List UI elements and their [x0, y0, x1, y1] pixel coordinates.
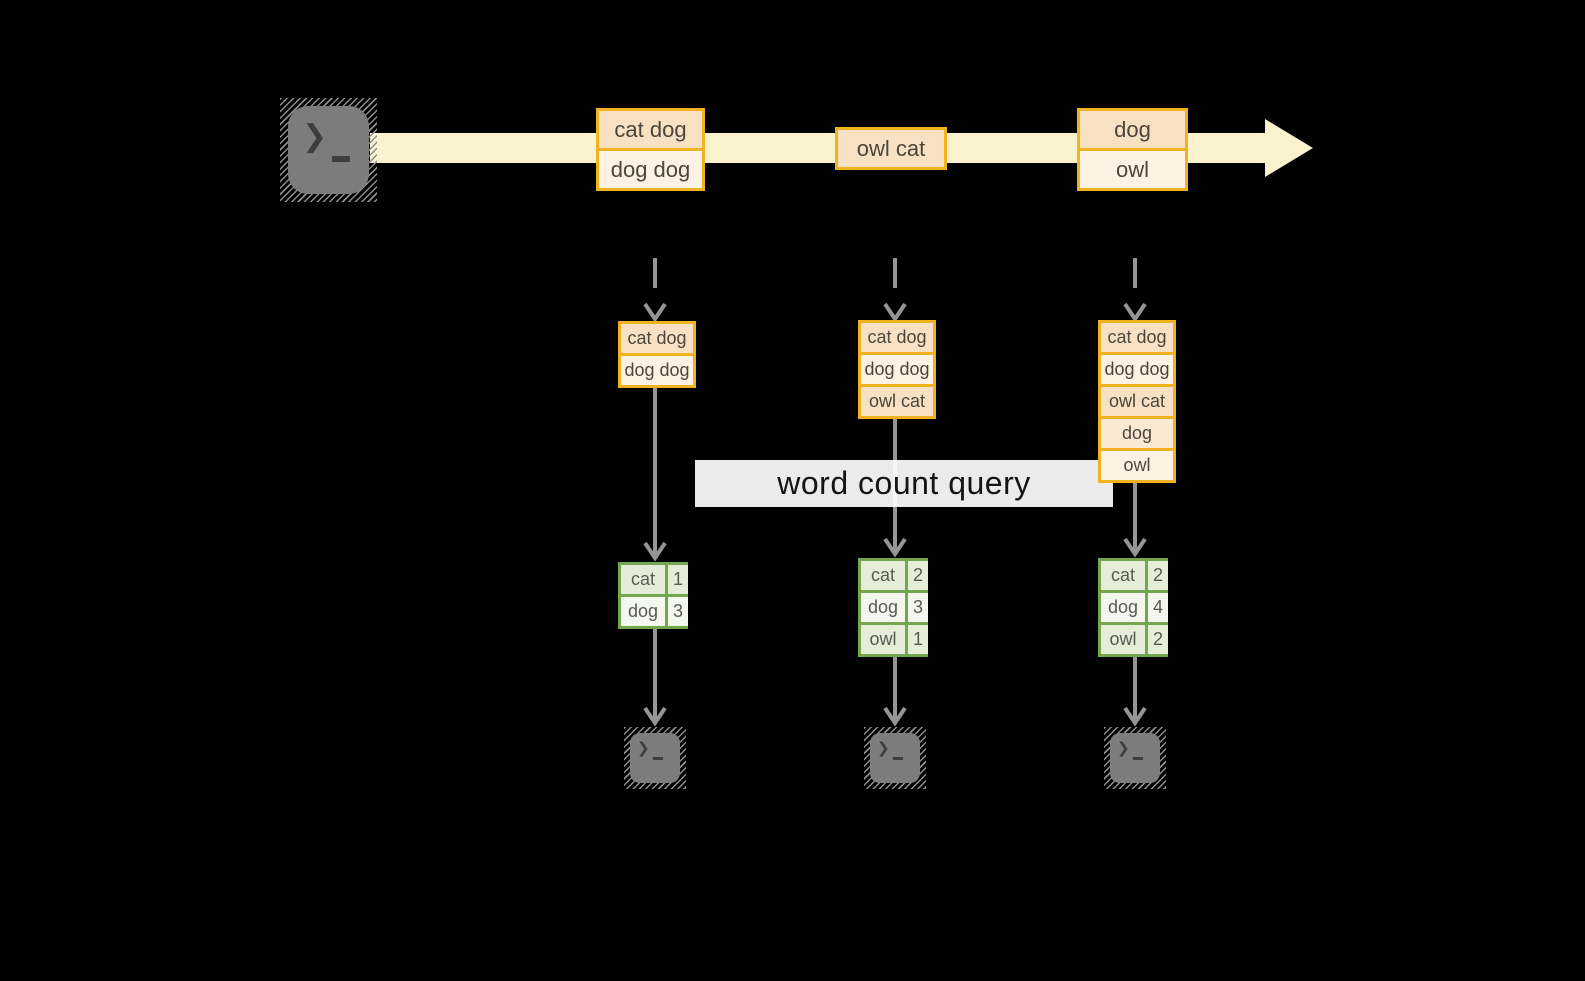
- stack-row: owl cat: [1101, 387, 1173, 416]
- terminal-prompt-chevron: ❯: [637, 740, 650, 757]
- result-table-2: cat 2 dog 3 owl 1: [858, 558, 928, 657]
- stream-record-1: cat dog dog dog: [596, 108, 705, 191]
- count-cell: 2: [1148, 625, 1168, 654]
- terminal-prompt-chevron: ❯: [302, 120, 328, 153]
- sink-arrows: [643, 629, 1147, 727]
- terminal-body: ❯: [630, 733, 680, 783]
- record-cell: cat dog: [599, 111, 702, 148]
- word-cell: cat: [861, 561, 905, 590]
- stack-row: dog dog: [861, 355, 933, 384]
- stack-row: cat dog: [861, 323, 933, 352]
- sink-terminal-icon-3: ❯: [1104, 727, 1166, 789]
- count-cell: 2: [908, 561, 928, 590]
- query-label: word count query: [695, 460, 1113, 507]
- sink-terminal-icon-2: ❯: [864, 727, 926, 789]
- record-cell: owl cat: [838, 130, 944, 167]
- dashed-arrows: [643, 258, 1147, 323]
- word-cell: dog: [861, 593, 905, 622]
- stack-row: dog: [1101, 419, 1173, 448]
- word-cell: owl: [1101, 625, 1145, 654]
- terminal-prompt-cursor: [332, 156, 350, 162]
- record-cell: owl: [1080, 151, 1185, 188]
- stream-record-2: owl cat: [835, 127, 947, 170]
- source-terminal-icon: ❯: [280, 98, 377, 202]
- stack-row: owl cat: [861, 387, 933, 416]
- count-cell: 2: [1148, 561, 1168, 590]
- word-cell: cat: [1101, 561, 1145, 590]
- terminal-prompt-chevron: ❯: [877, 740, 890, 757]
- sink-terminal-icon-1: ❯: [624, 727, 686, 789]
- record-stack-1: cat dog dog dog: [618, 321, 696, 388]
- count-cell: 3: [668, 597, 688, 626]
- result-table-3: cat 2 dog 4 owl 2: [1098, 558, 1168, 657]
- record-cell: dog: [1080, 111, 1185, 148]
- count-cell: 3: [908, 593, 928, 622]
- result-table-1: cat 1 dog 3: [618, 562, 688, 629]
- word-cell: dog: [1101, 593, 1145, 622]
- record-cell: dog dog: [599, 151, 702, 188]
- record-stack-3: cat dog dog dog owl cat dog owl: [1098, 320, 1176, 483]
- terminal-prompt-cursor: [893, 757, 903, 760]
- stream-record-3: dog owl: [1077, 108, 1188, 191]
- stack-row: cat dog: [621, 324, 693, 353]
- terminal-prompt-chevron: ❯: [1117, 740, 1130, 757]
- count-cell: 1: [908, 625, 928, 654]
- terminal-body: ❯: [1110, 733, 1160, 783]
- terminal-body: ❯: [288, 106, 369, 194]
- word-cell: owl: [861, 625, 905, 654]
- record-stack-2: cat dog dog dog owl cat: [858, 320, 936, 419]
- count-cell: 4: [1148, 593, 1168, 622]
- word-cell: dog: [621, 597, 665, 626]
- count-cell: 1: [668, 565, 688, 594]
- stack-row: dog dog: [1101, 355, 1173, 384]
- terminal-body: ❯: [870, 733, 920, 783]
- stack-row: cat dog: [1101, 323, 1173, 352]
- stack-row: owl: [1101, 451, 1173, 480]
- terminal-prompt-cursor: [1133, 757, 1143, 760]
- terminal-prompt-cursor: [653, 757, 663, 760]
- stack-row: dog dog: [621, 356, 693, 385]
- word-cell: cat: [621, 565, 665, 594]
